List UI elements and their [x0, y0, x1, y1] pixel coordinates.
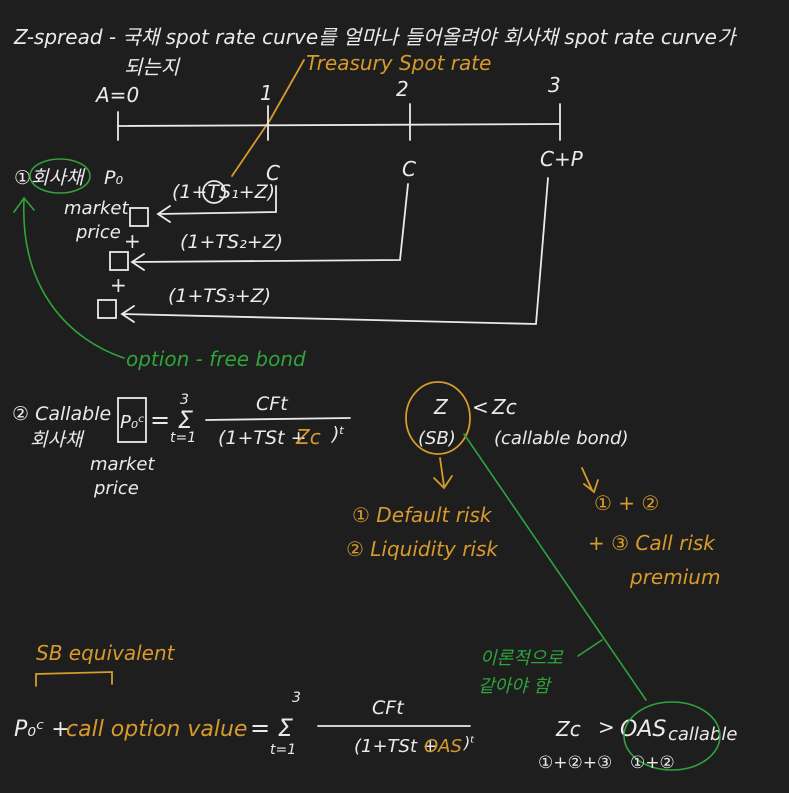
pv-box-2 — [109, 251, 129, 271]
option-free-bond-note: option - free bond — [126, 347, 306, 371]
denominator3-left: (1+TSt + — [354, 736, 438, 757]
risk-sum-top: ① + ② — [594, 491, 659, 515]
pv-box-3 — [97, 299, 117, 319]
greater-than: > — [598, 715, 615, 739]
discount-line-2 — [131, 183, 409, 263]
option-free-curve — [23, 199, 125, 359]
fraction-bar-1 — [205, 417, 351, 421]
discount-line-1 — [157, 185, 277, 215]
market-label: market — [64, 198, 129, 219]
discount-arrowhead-3 — [120, 305, 135, 323]
denominator3-oas: OAS — [424, 736, 462, 757]
cashflow-1: C — [266, 161, 280, 185]
hoesachae-label: 회사채 — [30, 429, 85, 451]
less-than: < — [472, 395, 489, 419]
treasury-pointer-line — [231, 59, 305, 177]
risk-sum-mid: + ③ Call risk — [588, 531, 716, 555]
plus-sign-2: + — [110, 273, 127, 297]
time-3-label: 3 — [548, 73, 561, 97]
title-line-2: 되는지 — [124, 55, 181, 79]
price-label-2: price — [93, 478, 139, 499]
arrow-to-risks-right — [581, 467, 593, 491]
pv-box-1 — [129, 207, 149, 227]
formula-sum-sign: = Σ — [150, 406, 194, 434]
risk-premium: premium — [629, 565, 720, 589]
treasury-spot-rate-label: Treasury Spot rate — [306, 51, 491, 75]
sb-equivalent-label: SB equivalent — [36, 641, 176, 665]
company-bond-circle — [29, 158, 91, 194]
discount-factor-2: (1+TS₂+Z) — [180, 231, 283, 253]
sum3-upper: 3 — [292, 690, 301, 706]
title-line-1: Z-spread - 국채 spot rate curve를 얼마나 들어올려야… — [13, 25, 738, 49]
arrow-to-risks-left — [439, 457, 445, 487]
denominator-right: )ᵗ — [330, 423, 345, 445]
option-free-arrowhead — [13, 196, 35, 213]
z-sb-circle — [405, 381, 471, 455]
arrowhead-left — [433, 475, 453, 490]
call-option-value: call option value — [66, 717, 247, 742]
market-label-2: market — [90, 454, 155, 475]
price-label: price — [75, 222, 121, 243]
discount-line-3 — [121, 177, 549, 325]
green-diagonal-link — [463, 433, 647, 701]
numerator-cf-3: CFt — [372, 697, 405, 719]
pc0-symbol: P₀ᶜ — [120, 412, 145, 433]
sb-label: (SB) — [418, 428, 456, 449]
theoretical-note-2: 같아야 함 — [478, 676, 552, 697]
plus-sign-1: + — [124, 229, 141, 253]
p0-label: P₀ — [104, 167, 123, 189]
zc-bottom: Zc — [555, 717, 581, 741]
risk-2-liquidity: ② Liquidity risk — [346, 537, 499, 561]
sum-upper-limit: 3 — [180, 392, 189, 408]
callable-bond-label: (callable bond) — [494, 428, 629, 449]
time-2-label: 2 — [396, 77, 409, 101]
callable-label: ② Callable — [12, 403, 111, 425]
sb-equivalent-bracket — [35, 671, 113, 687]
discount-arrowhead-2 — [130, 253, 145, 271]
ts1-highlight-circle — [202, 180, 226, 204]
risk-1-default: ① Default risk — [352, 503, 493, 527]
timeline-axis — [117, 123, 561, 127]
time-1-label: 1 — [260, 81, 273, 105]
arrowhead-right — [583, 479, 599, 494]
theoretical-note-1: 이론적으로 — [480, 648, 564, 669]
zc-risk-sum: ①+②+③ — [538, 753, 612, 773]
oas-callable-oas: OAS — [620, 717, 666, 742]
section1-label: ①회사채 — [14, 167, 86, 189]
discount-factor-1: (1+TS₁+Z) — [172, 181, 275, 203]
sum3-lower: t=1 — [270, 742, 296, 758]
oas-callable-circle — [623, 701, 721, 771]
sum-lower-limit: t=1 — [170, 430, 196, 446]
cashflow-3: C+P — [540, 147, 584, 171]
cashflow-2: C — [402, 157, 416, 181]
time-0-label: A=0 — [94, 83, 139, 107]
denominator-left: (1+TSt + — [218, 427, 307, 449]
numerator-cf: CFt — [256, 393, 289, 415]
pc0-plus: P₀ᶜ + — [14, 717, 70, 742]
formula-sum-sign-3: = Σ — [250, 714, 294, 742]
denominator3-right: )ᵗ — [463, 733, 475, 752]
pc0-box — [117, 397, 147, 443]
z-symbol: Z — [433, 395, 449, 419]
discount-arrowhead-1 — [156, 205, 171, 223]
oas-risk-sum: ①+② — [630, 753, 675, 773]
green-note-tick — [577, 639, 603, 657]
denominator-zc: Zc — [295, 425, 321, 449]
discount-factor-3: (1+TS₃+Z) — [168, 285, 271, 307]
oas-callable-word: callable — [668, 724, 737, 745]
zc-symbol: Zc — [491, 395, 517, 419]
